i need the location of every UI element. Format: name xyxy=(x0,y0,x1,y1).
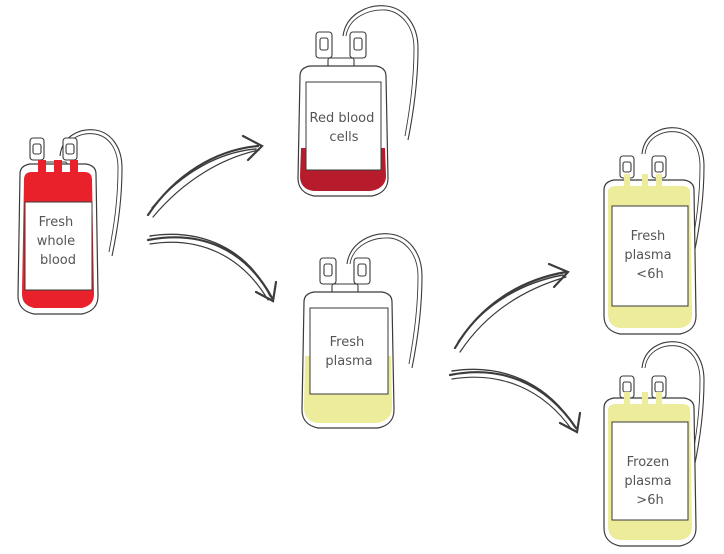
bag-fill-tubes xyxy=(624,392,662,406)
bag-ports xyxy=(315,31,367,73)
arrow-plasma-to-fresh-lt6h xyxy=(453,262,570,353)
bag-tubing xyxy=(342,5,419,141)
bag-ports xyxy=(619,375,667,399)
bag-label: Frozen plasma >6h xyxy=(624,455,675,508)
bag-tubing xyxy=(641,127,705,255)
label-line: <6h xyxy=(636,267,663,282)
bag-red-blood-cells: Red blood cells xyxy=(297,5,419,197)
label-line: plasma xyxy=(624,248,671,263)
label-line: Fresh xyxy=(631,229,666,244)
bag-label-box xyxy=(611,205,689,307)
bag-label: Red blood cells xyxy=(310,111,379,145)
bag-fresh-plasma-lt6h: Fresh plasma <6h xyxy=(603,127,705,335)
bag-label-box xyxy=(309,307,389,395)
label-line: blood xyxy=(40,253,76,268)
label-line: whole xyxy=(37,234,75,249)
label-line: Frozen xyxy=(627,455,670,470)
bag-label-box xyxy=(24,201,93,291)
bag-label: Fresh plasma <6h xyxy=(624,229,675,282)
bag-ports xyxy=(319,257,371,299)
label-line: >6h xyxy=(636,493,663,508)
arrow-plasma-to-frozen-gt6h xyxy=(448,368,582,434)
flow-arrows xyxy=(146,134,582,434)
label-line: Fresh xyxy=(39,215,74,230)
arrow-whole-to-plasma xyxy=(146,233,278,303)
bag-fresh-whole-blood: Fresh whole blood xyxy=(17,129,123,315)
bag-label-box xyxy=(611,421,689,521)
bag-label: Fresh whole blood xyxy=(37,215,80,268)
bag-fill-tubes xyxy=(38,160,78,174)
bag-label: Fresh plasma xyxy=(325,335,372,369)
bag-frozen-plasma-gt6h: Frozen plasma >6h xyxy=(603,341,705,547)
bag-tubing xyxy=(346,233,423,369)
label-line: plasma xyxy=(325,354,372,369)
label-line: Fresh xyxy=(330,335,365,350)
label-line: plasma xyxy=(624,474,671,489)
bag-fill-tubes xyxy=(624,174,662,188)
bag-tubing xyxy=(641,341,705,469)
bag-tubing xyxy=(59,129,123,257)
bag-label-box xyxy=(305,81,382,171)
bag-fresh-plasma: Fresh plasma xyxy=(301,233,423,429)
label-line: cells xyxy=(329,130,358,145)
label-line: Red blood xyxy=(310,111,375,126)
arrow-whole-to-red-cells xyxy=(146,134,264,218)
